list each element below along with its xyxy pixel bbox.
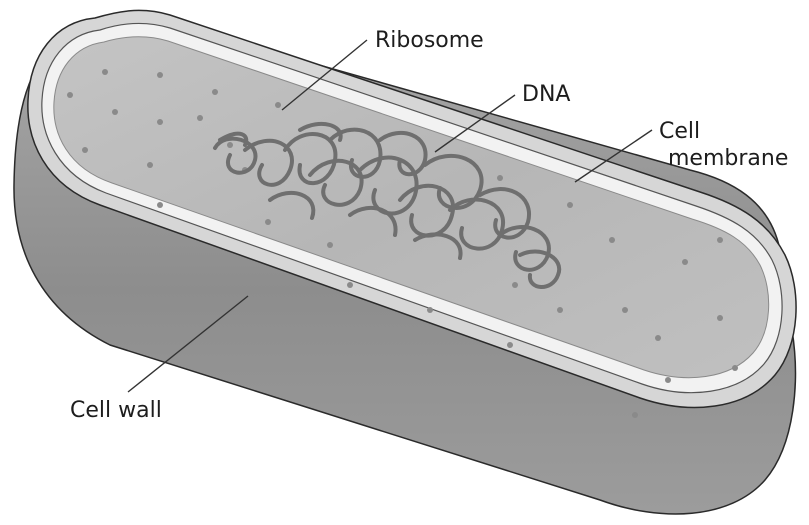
dna-label: DNA [522,81,570,108]
cell-wall-label: Cell wall [70,397,162,424]
cell-membrane-label-line2: membrane [668,145,788,172]
cell-membrane-label-line1: Cell [659,118,700,145]
ribosome-label: Ribosome [375,27,484,54]
